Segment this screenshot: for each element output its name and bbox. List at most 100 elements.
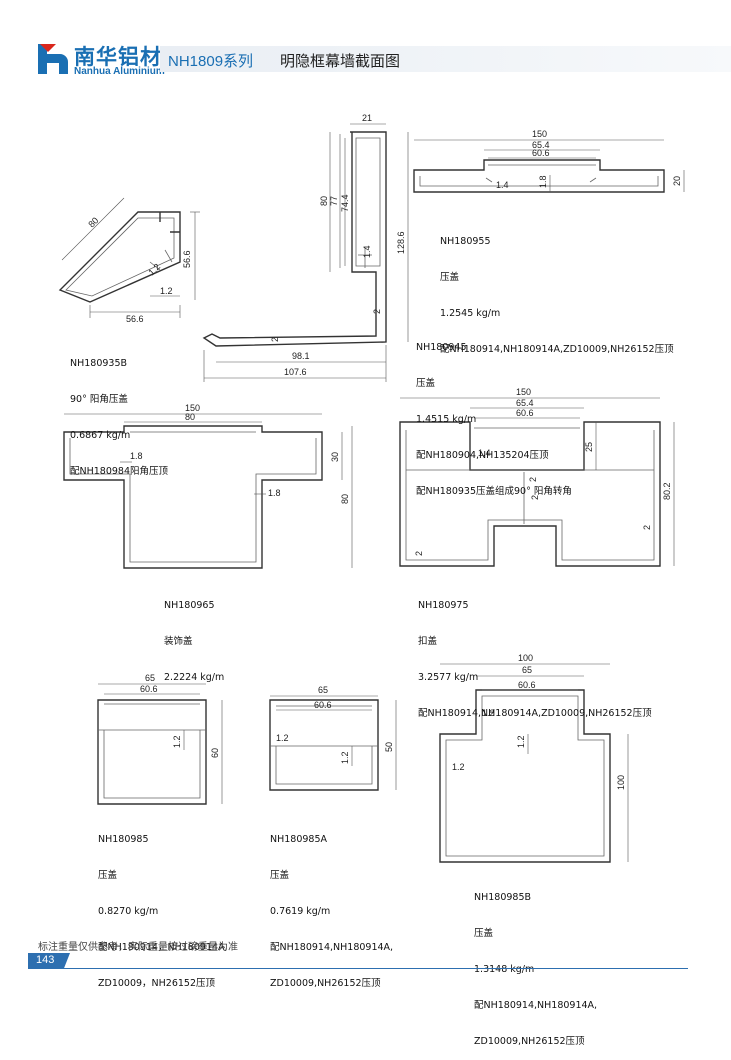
dim-text: 60.6 (314, 700, 332, 710)
profile-nh180985a-drawing: 65 60.6 1.2 1.2 50 (269, 685, 397, 791)
profile-name: 压盖 (98, 870, 118, 881)
profile-code: NH180985B (474, 892, 532, 903)
dim-text: 80 (340, 494, 350, 504)
dim-text: 1.4 (478, 448, 491, 458)
dim-text: 1.4 (496, 180, 509, 190)
dim-text: 21 (362, 113, 372, 123)
profile-nh180975-drawing: 150 65.4 60.6 1.4 25 2 2 80.2 2 2 (399, 387, 675, 567)
profile-fits: 配NH180914,NH180914A,ZD10009,NH26152压顶 (418, 708, 652, 719)
weight-disclaimer: 标注重量仅供参考，实际重量按过磅重量为准 (38, 942, 238, 953)
profile-code: NH180965 (164, 600, 215, 611)
dim-text: 2 (530, 495, 540, 500)
dim-text: 1.2 (452, 762, 465, 772)
caption-nh180985: NH180985 压盖 0.8270 kg/m 配NH180914，NH1809… (98, 810, 228, 1002)
dim-text: 65 (522, 665, 532, 675)
dim-text: 98.1 (292, 351, 310, 361)
profile-weight: 0.7619 kg/m (270, 906, 331, 917)
profile-weight: 0.8270 kg/m (98, 906, 159, 917)
profile-fits: 配NH180904,NH135204压顶 (416, 450, 549, 461)
dim-text: 1.2 (340, 751, 350, 764)
page-number-tab: 143 (28, 953, 70, 969)
profile-fits: 配NH180914，NH180914A, (98, 942, 228, 953)
dim-text: 1.2 (172, 735, 182, 748)
profile-weight: 1.2545 kg/m (440, 308, 501, 319)
profile-fits-2: 配NH180935压盖组成90° 阳角转角 (416, 486, 572, 497)
dim-text: 100 (616, 775, 626, 790)
dim-text: 150 (516, 387, 531, 397)
dim-text: 128.6 (396, 231, 406, 254)
dim-text: 80 (319, 196, 329, 206)
profile-name: 装饰盖 (164, 636, 193, 647)
profile-name: 压盖 (416, 378, 436, 389)
dim-text: 80 (86, 215, 100, 229)
dim-text: 150 (185, 403, 200, 413)
caption-nh180955: NH180955 压盖 1.2545 kg/m 配NH180914,NH1809… (440, 212, 674, 368)
profile-fits: 配NH180914,NH180914A, (474, 1000, 598, 1011)
page-title: 明隐框幕墙截面图 (280, 52, 401, 70)
profile-weight: 2.2224 kg/m (164, 672, 225, 683)
dim-text: 65 (145, 673, 155, 683)
dim-text: 60.6 (140, 684, 158, 694)
brand-name-en: Nanhua Aluminium (74, 66, 165, 77)
caption-nh180945: NH180945 压盖 1.4515 kg/m 配NH180904,NH1352… (416, 318, 572, 510)
profile-code: NH180955 (440, 236, 491, 247)
title-bar: NH1809系列 明隐框幕墙截面图 (160, 46, 731, 72)
profile-name: 压盖 (440, 272, 460, 283)
footer-rule (28, 968, 688, 969)
page-number: 143 (36, 954, 55, 966)
profile-weight: 1.3148 kg/m (474, 964, 535, 975)
caption-nh180985a: NH180985A 压盖 0.7619 kg/m 配NH180914,NH180… (270, 810, 393, 1002)
profile-weight: 0.6867 kg/m (70, 430, 131, 441)
caption-nh180935b: NH180935B 90° 阳角压盖 0.6867 kg/m 配NH180984… (70, 334, 168, 490)
dim-text: 1.2 (160, 286, 173, 296)
profile-name: 扣盖 (418, 636, 438, 647)
profile-fits-2: ZD10009,NH26152压顶 (474, 1036, 585, 1047)
dim-text: 1.4 (362, 245, 372, 258)
dim-text: 60 (210, 748, 220, 758)
dim-text: 2 (528, 477, 538, 482)
nanhua-logo-icon (38, 44, 68, 74)
profile-nh180985-drawing: 65 60.6 1.2 60 (97, 673, 223, 805)
profile-fits: 配NH180984阳角压顶 (70, 466, 169, 477)
caption-nh180975: NH180975 扣盖 3.2577 kg/m 配NH180914,NH1809… (418, 576, 652, 732)
profile-nh180935b-drawing: 80 56.6 56.6 1.2 1.2 (58, 197, 200, 324)
dim-text: 1.2 (482, 708, 495, 718)
dim-text: 30 (330, 452, 340, 462)
dim-text: 80 (185, 412, 195, 422)
dim-text: 60.6 (532, 148, 550, 158)
profile-code: NH180945 (416, 342, 467, 353)
section-drawings: 80 56.6 56.6 1.2 1.2 21 80 77 74.4 128.6… (58, 113, 685, 863)
dim-text: 25 (584, 442, 594, 452)
dim-text: 107.6 (284, 367, 307, 377)
profile-code: NH180985 (98, 834, 149, 845)
profile-name: 压盖 (270, 870, 290, 881)
dim-text: 60.6 (518, 680, 536, 690)
dim-text: 100 (518, 653, 533, 663)
dim-text: 65 (318, 685, 328, 695)
profile-fits-2: ZD10009,NH26152压顶 (270, 978, 381, 989)
profile-code: NH180935B (70, 358, 128, 369)
dim-text: 1.8 (130, 451, 143, 461)
dim-text: 77 (329, 196, 339, 206)
dim-text: 1.8 (268, 488, 281, 498)
dim-text: 1.2 (276, 733, 289, 743)
dim-text: 56.6 (182, 250, 192, 268)
profile-fits-2: ZD10009，NH26152压顶 (98, 978, 216, 989)
dim-text: 150 (532, 129, 547, 139)
profile-code: NH180975 (418, 600, 469, 611)
profile-code: NH180985A (270, 834, 328, 845)
dim-text: 2 (642, 525, 652, 530)
brand-name-cn: 南华铝材 (74, 45, 162, 69)
dim-text: 74.4 (340, 194, 350, 212)
profile-nh180945-drawing: 21 80 77 74.4 128.6 1.4 2 2 98.1 107.6 (202, 113, 409, 382)
profile-name: 90° 阳角压盖 (70, 394, 128, 405)
profile-weight: 1.4515 kg/m (416, 414, 477, 425)
profile-nh180965-drawing: 150 80 1.8 30 1.8 80 (63, 403, 353, 569)
dim-text: 2 (270, 337, 280, 342)
series-label: NH1809系列 (168, 53, 254, 70)
profile-fits: 配NH180914,NH180914A,ZD10009,NH26152压顶 (440, 344, 674, 355)
profile-name: 压盖 (474, 928, 494, 939)
page-header: 南华铝材 Nanhua Aluminium NH1809系列 明隐框幕墙截面图 (0, 0, 731, 80)
dim-text: 60.6 (516, 408, 534, 418)
profile-weight: 3.2577 kg/m (418, 672, 479, 683)
